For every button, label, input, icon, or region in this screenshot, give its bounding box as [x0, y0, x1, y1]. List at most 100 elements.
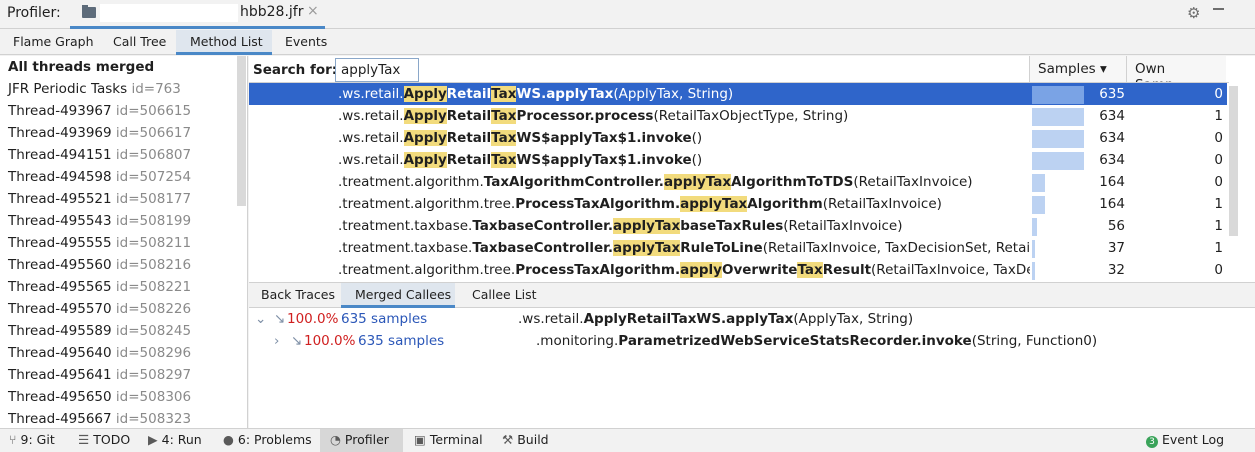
thread-id: id=508297 — [115, 367, 192, 383]
thread-item[interactable]: Thread-495565 id=508221 — [8, 279, 191, 295]
thread-id: id=508199 — [115, 213, 192, 229]
samples-count: 56 — [1107, 218, 1125, 234]
view-tabs: Flame Graph Call Tree Method List Events — [0, 30, 1255, 55]
method-name-part: (RetailTaxInvoice) — [853, 174, 973, 190]
tab-flame-graph[interactable]: Flame Graph — [13, 34, 94, 49]
method-list-scrollbar[interactable] — [1229, 86, 1238, 236]
thread-item[interactable]: Thread-493967 id=506615 — [8, 103, 191, 119]
method-name-part: AlgorithmToTDS — [731, 174, 854, 190]
thread-id: id=508306 — [115, 389, 192, 405]
column-header-samples[interactable]: Samples ▾ — [1029, 56, 1126, 82]
toolbar-run[interactable]: ▶4: Run — [148, 432, 202, 447]
search-match: Tax — [797, 262, 823, 278]
method-name-part: (RetailTaxInvoice) — [783, 218, 903, 234]
thread-item[interactable]: Thread-495555 id=508211 — [8, 235, 191, 251]
thread-item[interactable]: Thread-495640 id=508296 — [8, 345, 191, 361]
thread-item[interactable]: Thread-495560 id=508216 — [8, 257, 191, 273]
search-match: Tax — [491, 152, 517, 168]
file-tab[interactable]: hbb28.jfr × — [70, 0, 325, 29]
redacted-path — [100, 4, 238, 22]
method-name-part: Retail — [446, 152, 492, 168]
method-row[interactable]: .treatment.taxbase.TaxbaseController.app… — [249, 215, 1227, 237]
search-match: Apply — [403, 152, 447, 168]
thread-item[interactable]: Thread-495641 id=508297 — [8, 367, 191, 383]
method-name-part: (RetailTaxInvoice, TaxDe — [871, 262, 1030, 278]
column-header-own-samples[interactable]: Own Samp... — [1126, 56, 1226, 93]
method-name-part: .treatment.algorithm.tree. — [338, 196, 516, 212]
method-row[interactable]: .treatment.algorithm.tree.ProcessTaxAlgo… — [249, 259, 1227, 281]
tab-callee-list[interactable]: Callee List — [472, 287, 537, 302]
method-name-part: TaxbaseController. — [472, 218, 614, 234]
search-match: Apply — [403, 108, 447, 124]
method-row[interactable]: .ws.retail.ApplyRetailTaxWS$applyTax$1.i… — [249, 149, 1227, 171]
method-name-part: Overwrite — [721, 262, 798, 278]
method-name-part: .ws.retail. — [338, 130, 404, 146]
method-name-part: () — [691, 130, 703, 146]
tab-back-traces[interactable]: Back Traces — [261, 287, 335, 302]
tab-events[interactable]: Events — [285, 34, 328, 49]
own-samples-count: 0 — [1214, 130, 1223, 146]
thread-item[interactable]: Thread-494151 id=506807 — [8, 147, 191, 163]
callee-row[interactable]: › ↘ 100.0% 635 samples .monitoring.Param… — [249, 333, 1255, 355]
active-tab-highlight — [176, 30, 272, 55]
gear-icon[interactable]: ⚙ — [1187, 4, 1201, 22]
search-input[interactable]: applyTax — [335, 58, 419, 82]
search-match: Tax — [491, 130, 517, 146]
toolbar-git[interactable]: ⑂9: Git — [9, 432, 55, 447]
info-icon: ● — [223, 432, 234, 447]
thread-item[interactable]: Thread-495650 id=508306 — [8, 389, 191, 405]
thread-name: Thread-494598 — [8, 169, 112, 185]
thread-item[interactable]: Thread-493969 id=506617 — [8, 125, 191, 141]
close-icon[interactable]: × — [307, 3, 319, 19]
method-row[interactable]: .ws.retail.ApplyRetailTaxWS$applyTax$1.i… — [249, 127, 1227, 149]
callee-row[interactable]: ⌄ ↘ 100.0% 635 samples .ws.retail.ApplyR… — [249, 311, 1255, 333]
method-name-part: .ws.retail. — [338, 86, 404, 102]
samples-count: 164 — [1099, 174, 1125, 190]
thread-header-all-merged[interactable]: All threads merged — [8, 59, 155, 75]
method-name: .ws.retail.ApplyRetailTaxWS.applyTax(App… — [338, 86, 1030, 102]
thread-item[interactable]: JFR Periodic Tasks id=763 — [8, 81, 181, 97]
thread-item[interactable]: Thread-495543 id=508199 — [8, 213, 191, 229]
thread-item[interactable]: Thread-495667 id=508323 — [8, 411, 191, 427]
thread-id: id=506617 — [115, 125, 192, 141]
tab-method-list[interactable]: Method List — [190, 34, 263, 49]
thread-item[interactable]: Thread-495570 id=508226 — [8, 301, 191, 317]
method-name: .treatment.algorithm.tree.ProcessTaxAlgo… — [338, 262, 1030, 278]
thread-id: id=506615 — [115, 103, 192, 119]
call-arrow-icon: ↘ — [274, 311, 286, 327]
play-icon: ▶ — [148, 432, 158, 447]
tab-call-tree[interactable]: Call Tree — [113, 34, 167, 49]
samples-count: 634 — [1099, 152, 1125, 168]
method-row[interactable]: .treatment.algorithm.tree.ProcessTaxAlgo… — [249, 193, 1227, 215]
method-name-part: WS$applyTax$1.invoke — [516, 130, 692, 146]
thread-item[interactable]: Thread-494598 id=507254 — [8, 169, 191, 185]
callees-tree: ⌄ ↘ 100.0% 635 samples .ws.retail.ApplyR… — [249, 308, 1255, 428]
method-name-part: .treatment.taxbase. — [338, 218, 473, 234]
minimize-icon[interactable] — [1213, 8, 1224, 10]
method-row[interactable]: .treatment.algorithm.TaxAlgorithmControl… — [249, 171, 1227, 193]
method-row[interactable]: .ws.retail.ApplyRetailTaxProcessor.proce… — [249, 105, 1227, 127]
samples-bar — [1032, 196, 1045, 214]
thread-name: JFR Periodic Tasks — [8, 81, 128, 97]
thread-item[interactable]: Thread-495589 id=508245 — [8, 323, 191, 339]
toolbar-todo[interactable]: ☰TODO — [78, 432, 131, 447]
method-row[interactable]: .ws.retail.ApplyRetailTaxWS.applyTax(App… — [249, 83, 1227, 105]
samples-count: 634 — [1099, 130, 1125, 146]
thread-name: Thread-493969 — [8, 125, 112, 141]
expand-toggle-icon[interactable]: › — [274, 333, 280, 349]
thread-name: Thread-493967 — [8, 103, 112, 119]
collapse-toggle-icon[interactable]: ⌄ — [255, 311, 267, 327]
tab-merged-callees[interactable]: Merged Callees — [355, 287, 452, 302]
thread-item[interactable]: Thread-495521 id=508177 — [8, 191, 191, 207]
toolbar-problems[interactable]: ●6: Problems — [223, 432, 312, 447]
profiler-icon: ◔ — [330, 432, 341, 447]
thread-id: id=507254 — [115, 169, 192, 185]
method-row[interactable]: .treatment.taxbase.TaxbaseController.app… — [249, 237, 1227, 259]
search-match: applyTax — [613, 240, 681, 256]
toolbar-terminal[interactable]: ▣Terminal — [414, 432, 483, 447]
toolbar-build[interactable]: ⚒Build — [502, 432, 549, 447]
toolbar-profiler[interactable]: ◔Profiler — [330, 432, 389, 447]
thread-list-scrollbar[interactable] — [237, 56, 246, 206]
method-name-part: (RetailTaxInvoice) — [822, 196, 942, 212]
